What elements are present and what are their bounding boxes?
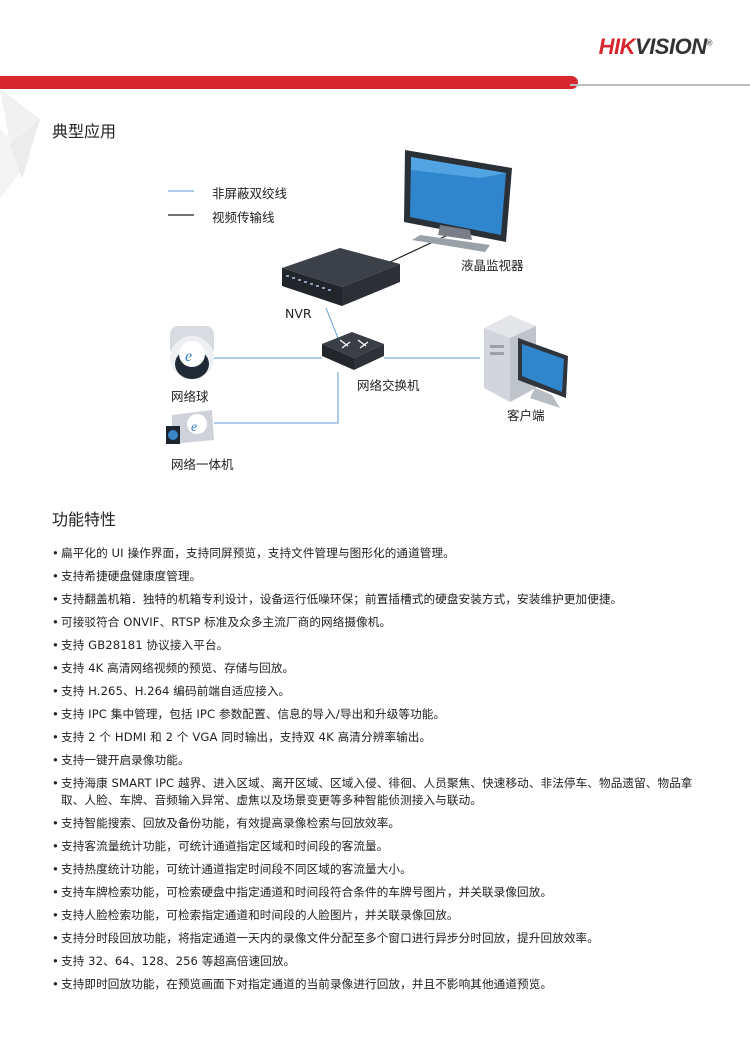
net-line-switch-bullet [214, 372, 339, 424]
feature-item: 支持翻盖机箱．独特的机箱专利设计，设备运行低噪环保；前置插槽式的硬盘安装方式，安… [52, 591, 712, 608]
network-diagram: e e [166, 150, 568, 444]
feature-item: 支持热度统计功能，可统计通道指定时间段不同区域的客流量大小。 [52, 861, 712, 878]
monitor-label: 液晶监视器 [461, 258, 524, 273]
feature-item: 支持智能搜索、回放及备份功能，有效提高录像检索与回放效率。 [52, 815, 712, 832]
bullet-label: 网络一体机 [171, 457, 234, 472]
corner-decoration [0, 89, 40, 199]
switch-label: 网络交换机 [357, 378, 420, 393]
feature-item: 支持即时回放功能，在预览画面下对指定通道的当前录像进行回放，并且不影响其他通道预… [52, 976, 712, 993]
feature-item: 支持 4K 高清网络视频的预览、存储与回放。 [52, 660, 712, 677]
monitor-device [404, 150, 512, 252]
net-line-nvr-switch [325, 307, 339, 339]
hikvision-logo: HIKVISION® [598, 34, 713, 60]
logo-registered: ® [706, 38, 713, 48]
feature-item: 支持希捷硬盘健康度管理。 [52, 568, 712, 585]
feature-item: 支持 IPC 集中管理，包括 IPC 参数配置、信息的导入/导出和升级等功能。 [52, 706, 712, 723]
bullet-camera-device: e [166, 410, 214, 444]
switch-device [322, 332, 384, 370]
feature-item: 可接驳符合 ONVIF、RTSP 标准及众多主流厂商的网络摄像机。 [52, 614, 712, 631]
feature-list: 扁平化的 UI 操作界面，支持同屏预览，支持文件管理与图形化的通道管理。 支持希… [52, 545, 712, 999]
feature-item: 支持 32、64、128、256 等超高倍速回放。 [52, 953, 712, 970]
logo-vision: VISION [635, 34, 707, 59]
feature-item: 支持 2 个 HDMI 和 2 个 VGA 同时输出，支持双 4K 高清分辨率输… [52, 729, 712, 746]
logo-hik: HIK [598, 34, 636, 59]
svg-text:e: e [191, 420, 197, 435]
dome-camera-device: e [170, 326, 214, 380]
nvr-label: NVR [285, 306, 312, 321]
client-pc-device [484, 315, 568, 408]
svg-text:e: e [185, 348, 192, 365]
client-label: 客户端 [507, 408, 545, 423]
dome-label: 网络球 [171, 389, 209, 404]
feature-item: 支持一键开启录像功能。 [52, 752, 712, 769]
feature-item: 支持海康 SMART IPC 越界、进入区域、离开区域、区域入侵、徘徊、人员聚焦… [52, 775, 712, 809]
feature-item: 支持分时段回放功能，将指定通道一天内的录像文件分配至多个窗口进行异步分时回放，提… [52, 930, 712, 947]
header-red-bar [0, 76, 578, 89]
feature-item: 扁平化的 UI 操作界面，支持同屏预览，支持文件管理与图形化的通道管理。 [52, 545, 712, 562]
feature-item: 支持 GB28181 协议接入平台。 [52, 637, 712, 654]
features-title: 功能特性 [52, 510, 117, 529]
application-title: 典型应用 [52, 122, 117, 141]
feature-item: 支持 H.265、H.264 编码前端自适应接入。 [52, 683, 712, 700]
nvr-device [282, 248, 400, 306]
feature-item: 支持客流量统计功能，可统计通道指定区域和时间段的客流量。 [52, 838, 712, 855]
feature-item: 支持人脸检索功能，可检索指定通道和时间段的人脸图片，并关联录像回放。 [52, 907, 712, 924]
legend-video-label: 视频传输线 [212, 210, 275, 225]
header-gray-bar [570, 84, 750, 86]
feature-item: 支持车牌检索功能，可检索硬盘中指定通道和时间段符合条件的车牌号图片，并关联录像回… [52, 884, 712, 901]
legend-utp-label: 非屏蔽双绞线 [212, 186, 288, 201]
